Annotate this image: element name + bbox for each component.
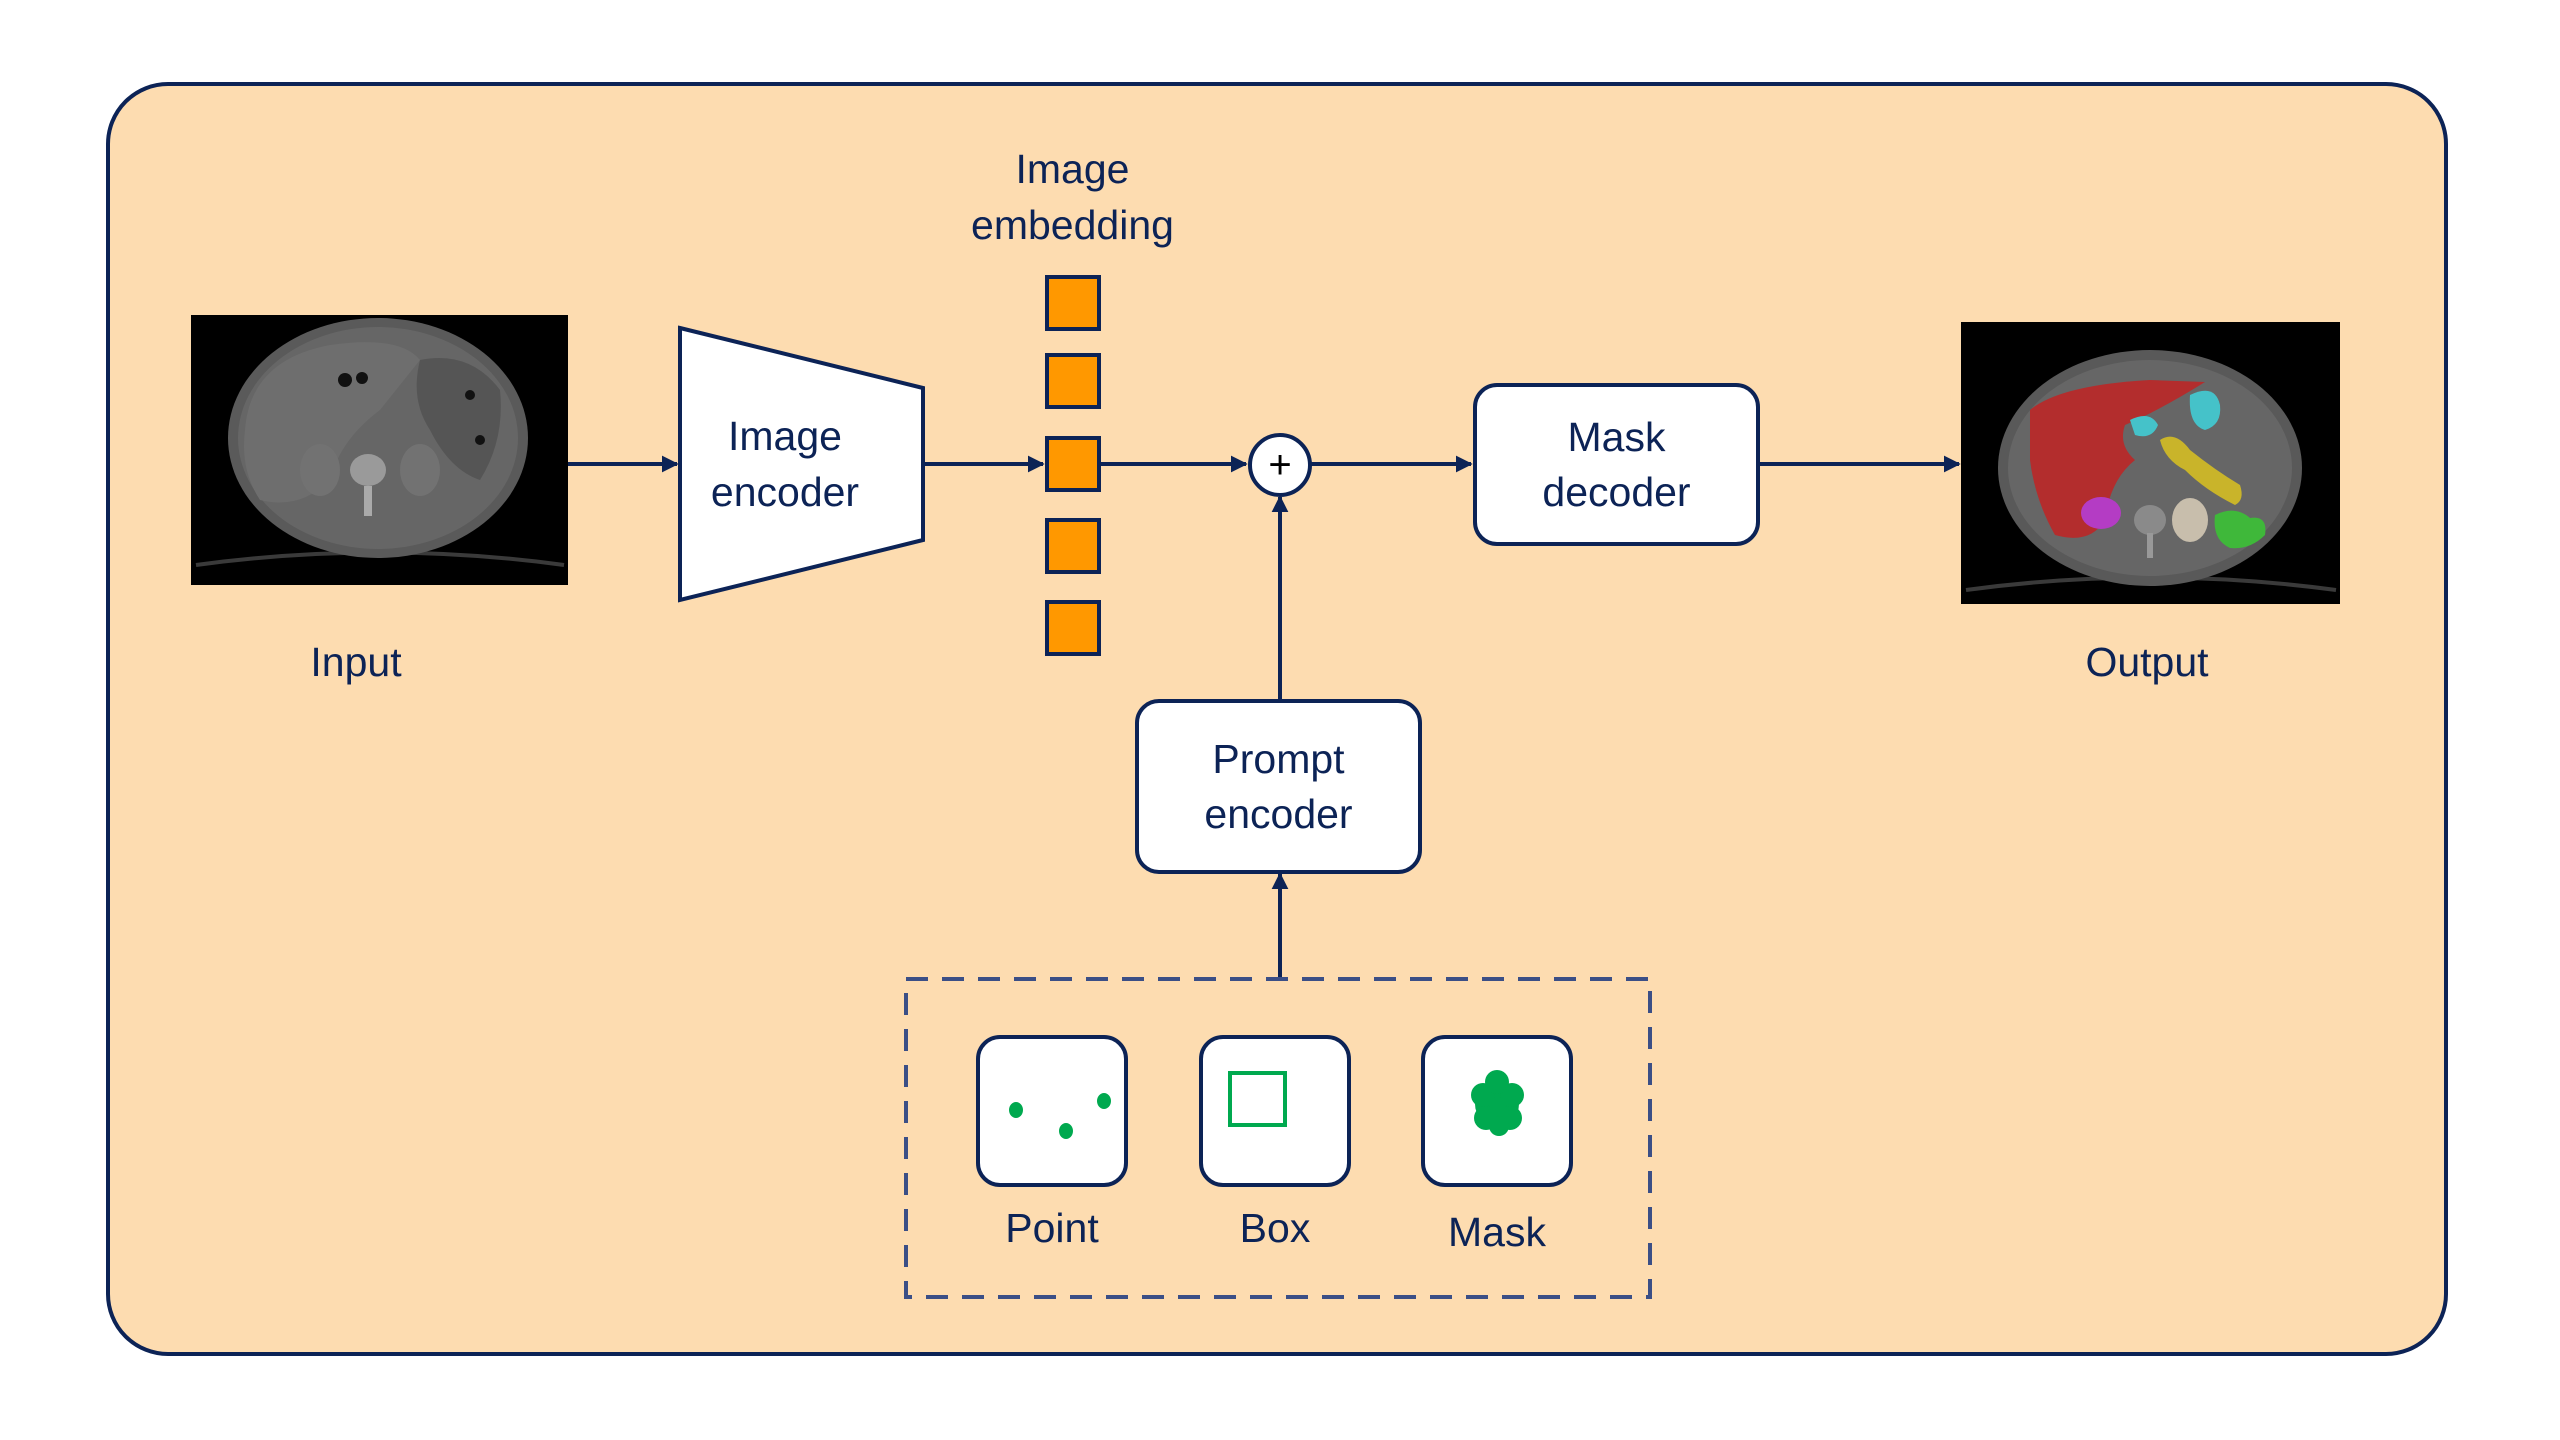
embedding-token: [1045, 518, 1101, 574]
segment-stomach-lower: [2130, 416, 2158, 437]
plus-sign: +: [1268, 442, 1292, 487]
embedding-token: [1045, 600, 1101, 656]
prompt-card-mask: [1421, 1035, 1573, 1187]
image-encoder-shape: [678, 325, 925, 603]
prompt-label-box: Box: [1239, 1205, 1311, 1251]
prompt-card-box-bg: [1201, 1037, 1349, 1185]
input-label: Input: [310, 639, 402, 685]
prompt-label-point: Point: [1005, 1205, 1099, 1251]
segment-spleen: [2214, 510, 2266, 549]
input-ct-image: [191, 315, 568, 585]
prompt-label-mask: Mask: [1448, 1209, 1546, 1255]
embedding-title-line1: Image: [1015, 146, 1130, 192]
prompt-encoder-line2: encoder: [1204, 790, 1353, 837]
segment-right-kidney: [2081, 497, 2121, 529]
image-encoder-label: Image encoder: [680, 408, 890, 520]
mask-decoder-box: Mask decoder: [1473, 383, 1760, 546]
embedding-title-line2: embedding: [971, 202, 1174, 248]
mask-blob-icon: [1471, 1070, 1524, 1136]
box-icon: [1228, 1071, 1287, 1127]
prompt-card-point: [976, 1035, 1128, 1187]
mask-decoder-line2: decoder: [1542, 468, 1691, 515]
prompt-group-dashed-border: [904, 977, 1652, 1299]
mask-decoder-line1: Mask: [1567, 413, 1666, 460]
segment-liver: [2030, 380, 2205, 538]
output-segmented-ct-image: [1961, 322, 2340, 604]
embedding-token: [1045, 275, 1101, 331]
output-label: Output: [2085, 639, 2209, 685]
image-encoder-line2: encoder: [710, 469, 860, 515]
prompt-encoder-box: Prompt encoder: [1135, 699, 1422, 874]
embedding-title: Image embedding: [920, 141, 1225, 253]
embedding-token: [1045, 436, 1101, 492]
prompt-card-point-bg: [978, 1037, 1126, 1185]
points-icon: [1009, 1093, 1111, 1139]
prompt-encoder-line1: Prompt: [1212, 735, 1345, 782]
image-embedding-tokens: [1045, 275, 1101, 656]
embedding-token: [1045, 353, 1101, 409]
segment-left-kidney: [2172, 498, 2208, 542]
image-encoder-line1: Image: [728, 413, 842, 459]
segment-pancreas: [2160, 436, 2242, 505]
segment-stomach-upper: [2189, 390, 2221, 430]
prompt-card-box: [1199, 1035, 1351, 1187]
